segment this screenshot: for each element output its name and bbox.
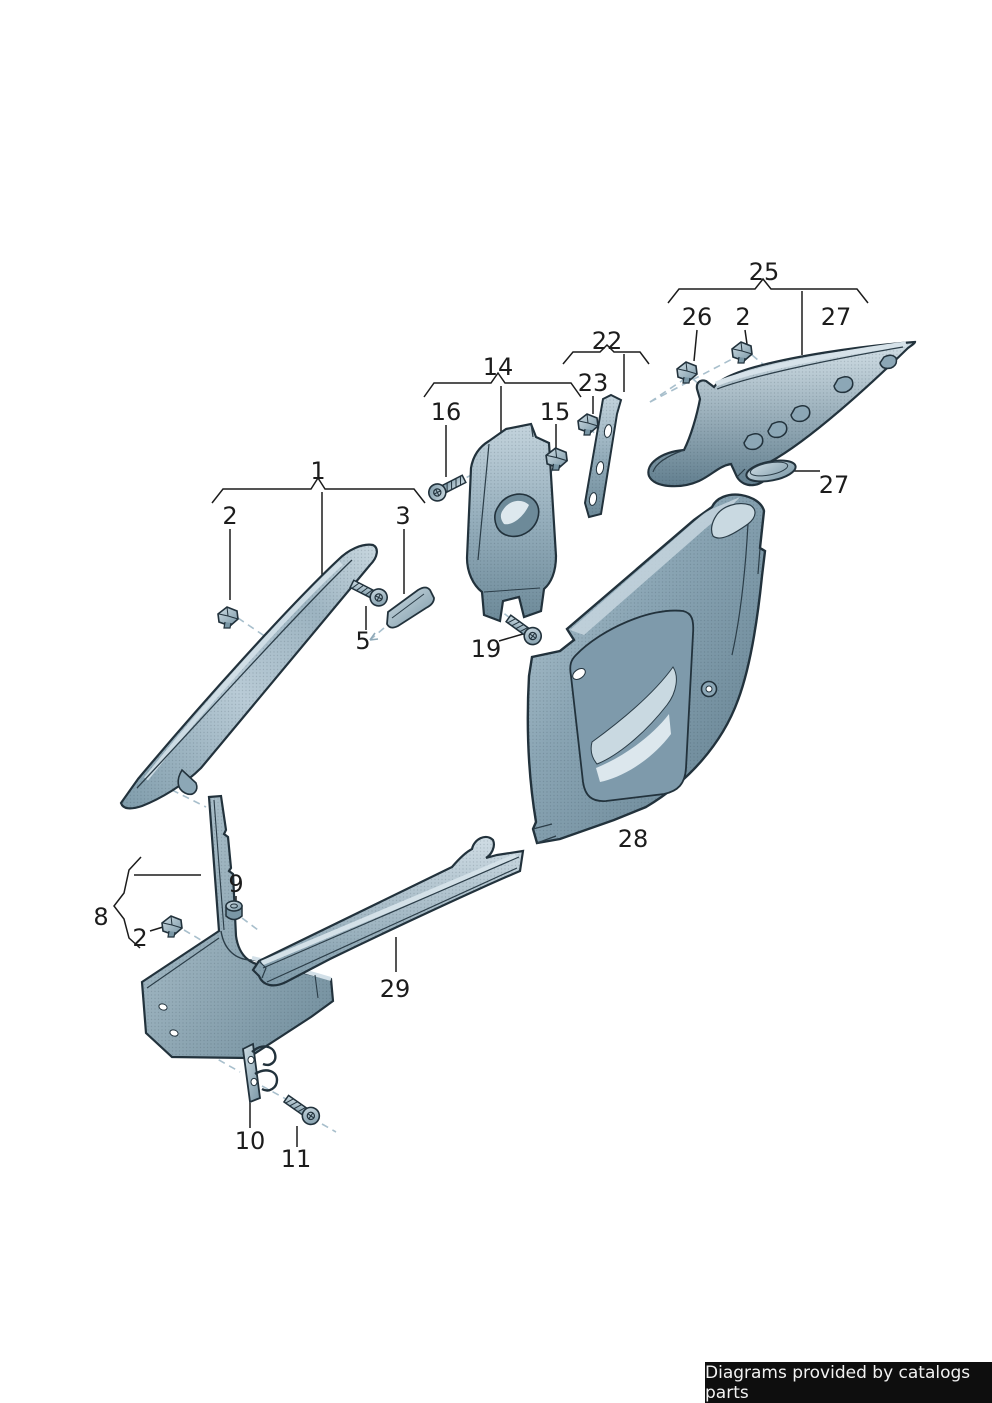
callout-9[interactable]: 9 bbox=[228, 870, 244, 898]
footer-attribution-bar: Diagrams provided by catalogs parts bbox=[705, 1362, 992, 1403]
gap-cover-strip bbox=[584, 394, 622, 518]
bracket-25 bbox=[667, 277, 869, 304]
bracket-14 bbox=[423, 371, 582, 398]
leader-lines bbox=[113, 277, 869, 1147]
c-pillar-trim bbox=[647, 340, 917, 488]
clip-kick-panel bbox=[161, 915, 183, 938]
callout-29[interactable]: 29 bbox=[379, 975, 411, 1003]
callout-26[interactable]: 26 bbox=[681, 303, 713, 331]
sill-trim-strip bbox=[251, 835, 525, 987]
clip-a-pillar bbox=[217, 606, 239, 629]
bracket-1 bbox=[211, 476, 426, 504]
b-pillar-trim bbox=[465, 422, 558, 623]
callout-27-top[interactable]: 27 bbox=[820, 303, 852, 331]
callout-2-cpillar[interactable]: 2 bbox=[735, 303, 751, 331]
c-pillar-tabs bbox=[743, 354, 898, 451]
callout-16[interactable]: 16 bbox=[430, 398, 462, 426]
callout-11[interactable]: 11 bbox=[280, 1145, 312, 1173]
footer-attribution-text: Diagrams provided by catalogs parts bbox=[705, 1362, 971, 1403]
retaining-bracket bbox=[242, 1042, 279, 1104]
callout-2-apillar[interactable]: 2 bbox=[222, 502, 238, 530]
callout-8[interactable]: 8 bbox=[93, 903, 109, 931]
callout-1[interactable]: 1 bbox=[310, 457, 326, 485]
callout-22[interactable]: 22 bbox=[591, 327, 623, 355]
nut-kick-panel bbox=[225, 900, 243, 921]
cover-cap bbox=[745, 459, 797, 483]
screw-a-pillar bbox=[347, 575, 391, 610]
callout-5[interactable]: 5 bbox=[355, 627, 371, 655]
callout-14[interactable]: 14 bbox=[482, 353, 514, 381]
bracket-8 bbox=[113, 856, 142, 949]
callout-3[interactable]: 3 bbox=[395, 502, 411, 530]
bolt-bracket bbox=[280, 1090, 324, 1129]
a-pillar-hook bbox=[177, 768, 198, 796]
quarter-trim-panel bbox=[526, 493, 767, 845]
bracket-22 bbox=[562, 343, 650, 365]
callout-10[interactable]: 10 bbox=[234, 1127, 266, 1155]
callout-23[interactable]: 23 bbox=[577, 369, 609, 397]
callout-19[interactable]: 19 bbox=[470, 635, 502, 663]
a-pillar-trim bbox=[119, 543, 378, 810]
end-cap-wedge bbox=[386, 586, 435, 629]
callout-28[interactable]: 28 bbox=[617, 825, 649, 853]
clip-strip bbox=[577, 413, 599, 436]
screw-b-pillar bbox=[425, 470, 469, 505]
callout-25[interactable]: 25 bbox=[748, 258, 780, 286]
callout-15[interactable]: 15 bbox=[539, 398, 571, 426]
callout-2-kick[interactable]: 2 bbox=[132, 924, 148, 952]
clip-c-pillar bbox=[731, 341, 753, 364]
callout-27-cap[interactable]: 27 bbox=[818, 471, 850, 499]
